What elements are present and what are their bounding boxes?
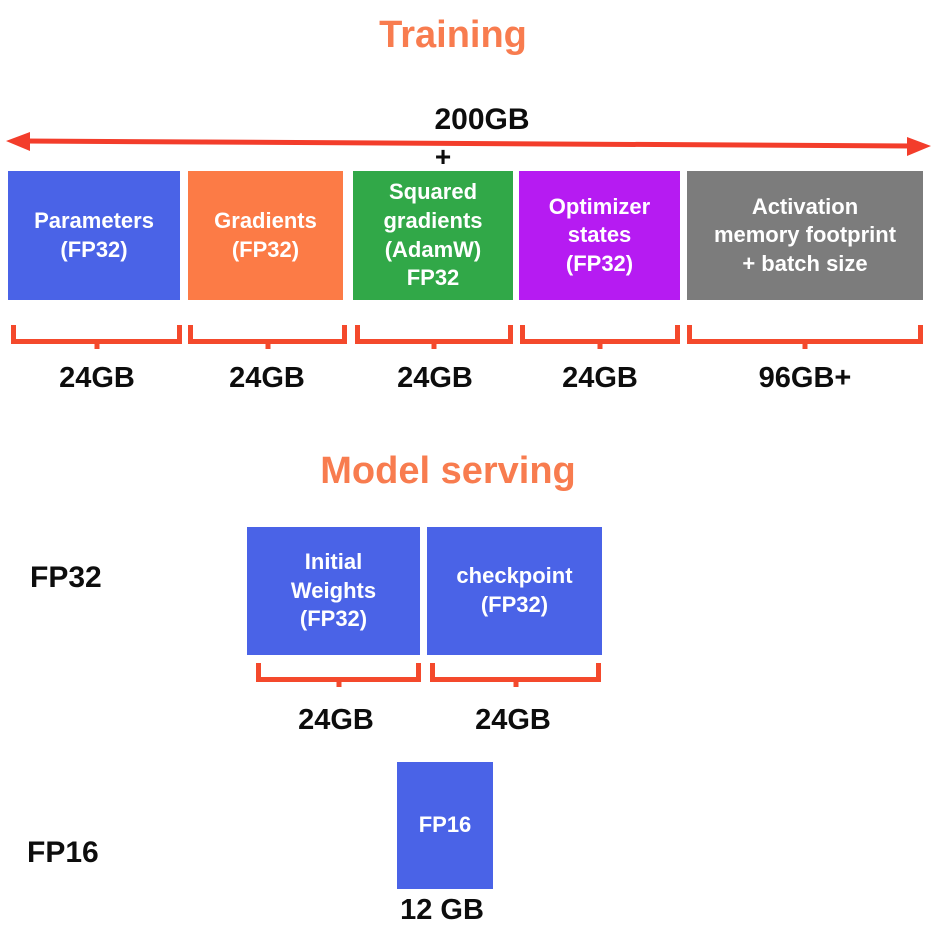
total-size-label: 200GB: [434, 103, 530, 136]
size-bracket: [11, 325, 182, 344]
total-range-arrow: [6, 132, 931, 156]
size-bracket: [188, 325, 347, 344]
size-label: 12 GB: [400, 894, 484, 926]
training-title: Training: [379, 14, 527, 56]
size-bracket: [256, 663, 421, 682]
memory-box-label: Gradients (FP32): [214, 207, 317, 262]
serving-title: Model serving: [320, 450, 576, 492]
memory-box-label: FP16: [418, 812, 472, 838]
precision-label-fp32: FP32: [30, 561, 102, 594]
memory-box-squared-gradients: Squared gradients (AdamW) FP32: [353, 171, 513, 300]
memory-box-label: Activation memory footprint + batch size: [713, 193, 897, 276]
arrow-line: [23, 138, 914, 149]
memory-box-label: Initial Weights (FP32): [290, 549, 377, 632]
memory-box-label: Squared gradients (AdamW) FP32: [383, 179, 483, 291]
memory-box-activation: Activation memory footprint + batch size: [687, 171, 923, 300]
size-bracket: [687, 325, 923, 344]
right-arrowhead-icon: [907, 137, 931, 156]
left-arrowhead-icon: [6, 132, 30, 151]
size-label: 24GB: [229, 362, 305, 394]
size-bracket: [430, 663, 601, 682]
size-label: 24GB: [562, 362, 638, 394]
size-label: 24GB: [475, 704, 551, 736]
size-bracket: [355, 325, 513, 344]
fp16-box: FP16: [397, 762, 493, 889]
memory-box-label: Optimizer states (FP32): [548, 193, 651, 276]
size-bracket: [520, 325, 680, 344]
size-label: 24GB: [397, 362, 473, 394]
checkpoint-box: checkpoint (FP32): [427, 527, 602, 655]
precision-label-fp16: FP16: [27, 836, 99, 869]
memory-box-optimizer-states: Optimizer states (FP32): [519, 171, 680, 300]
memory-box-label: checkpoint (FP32): [456, 563, 573, 617]
initial-weights-box: Initial Weights (FP32): [247, 527, 420, 655]
size-label: 96GB+: [758, 362, 852, 394]
memory-box-label: Parameters (FP32): [34, 207, 154, 262]
size-label: 24GB: [298, 704, 374, 736]
plus-sign: +: [434, 141, 452, 172]
size-label: 24GB: [59, 362, 135, 394]
memory-box-parameters: Parameters (FP32): [8, 171, 180, 300]
memory-box-gradients: Gradients (FP32): [188, 171, 343, 300]
